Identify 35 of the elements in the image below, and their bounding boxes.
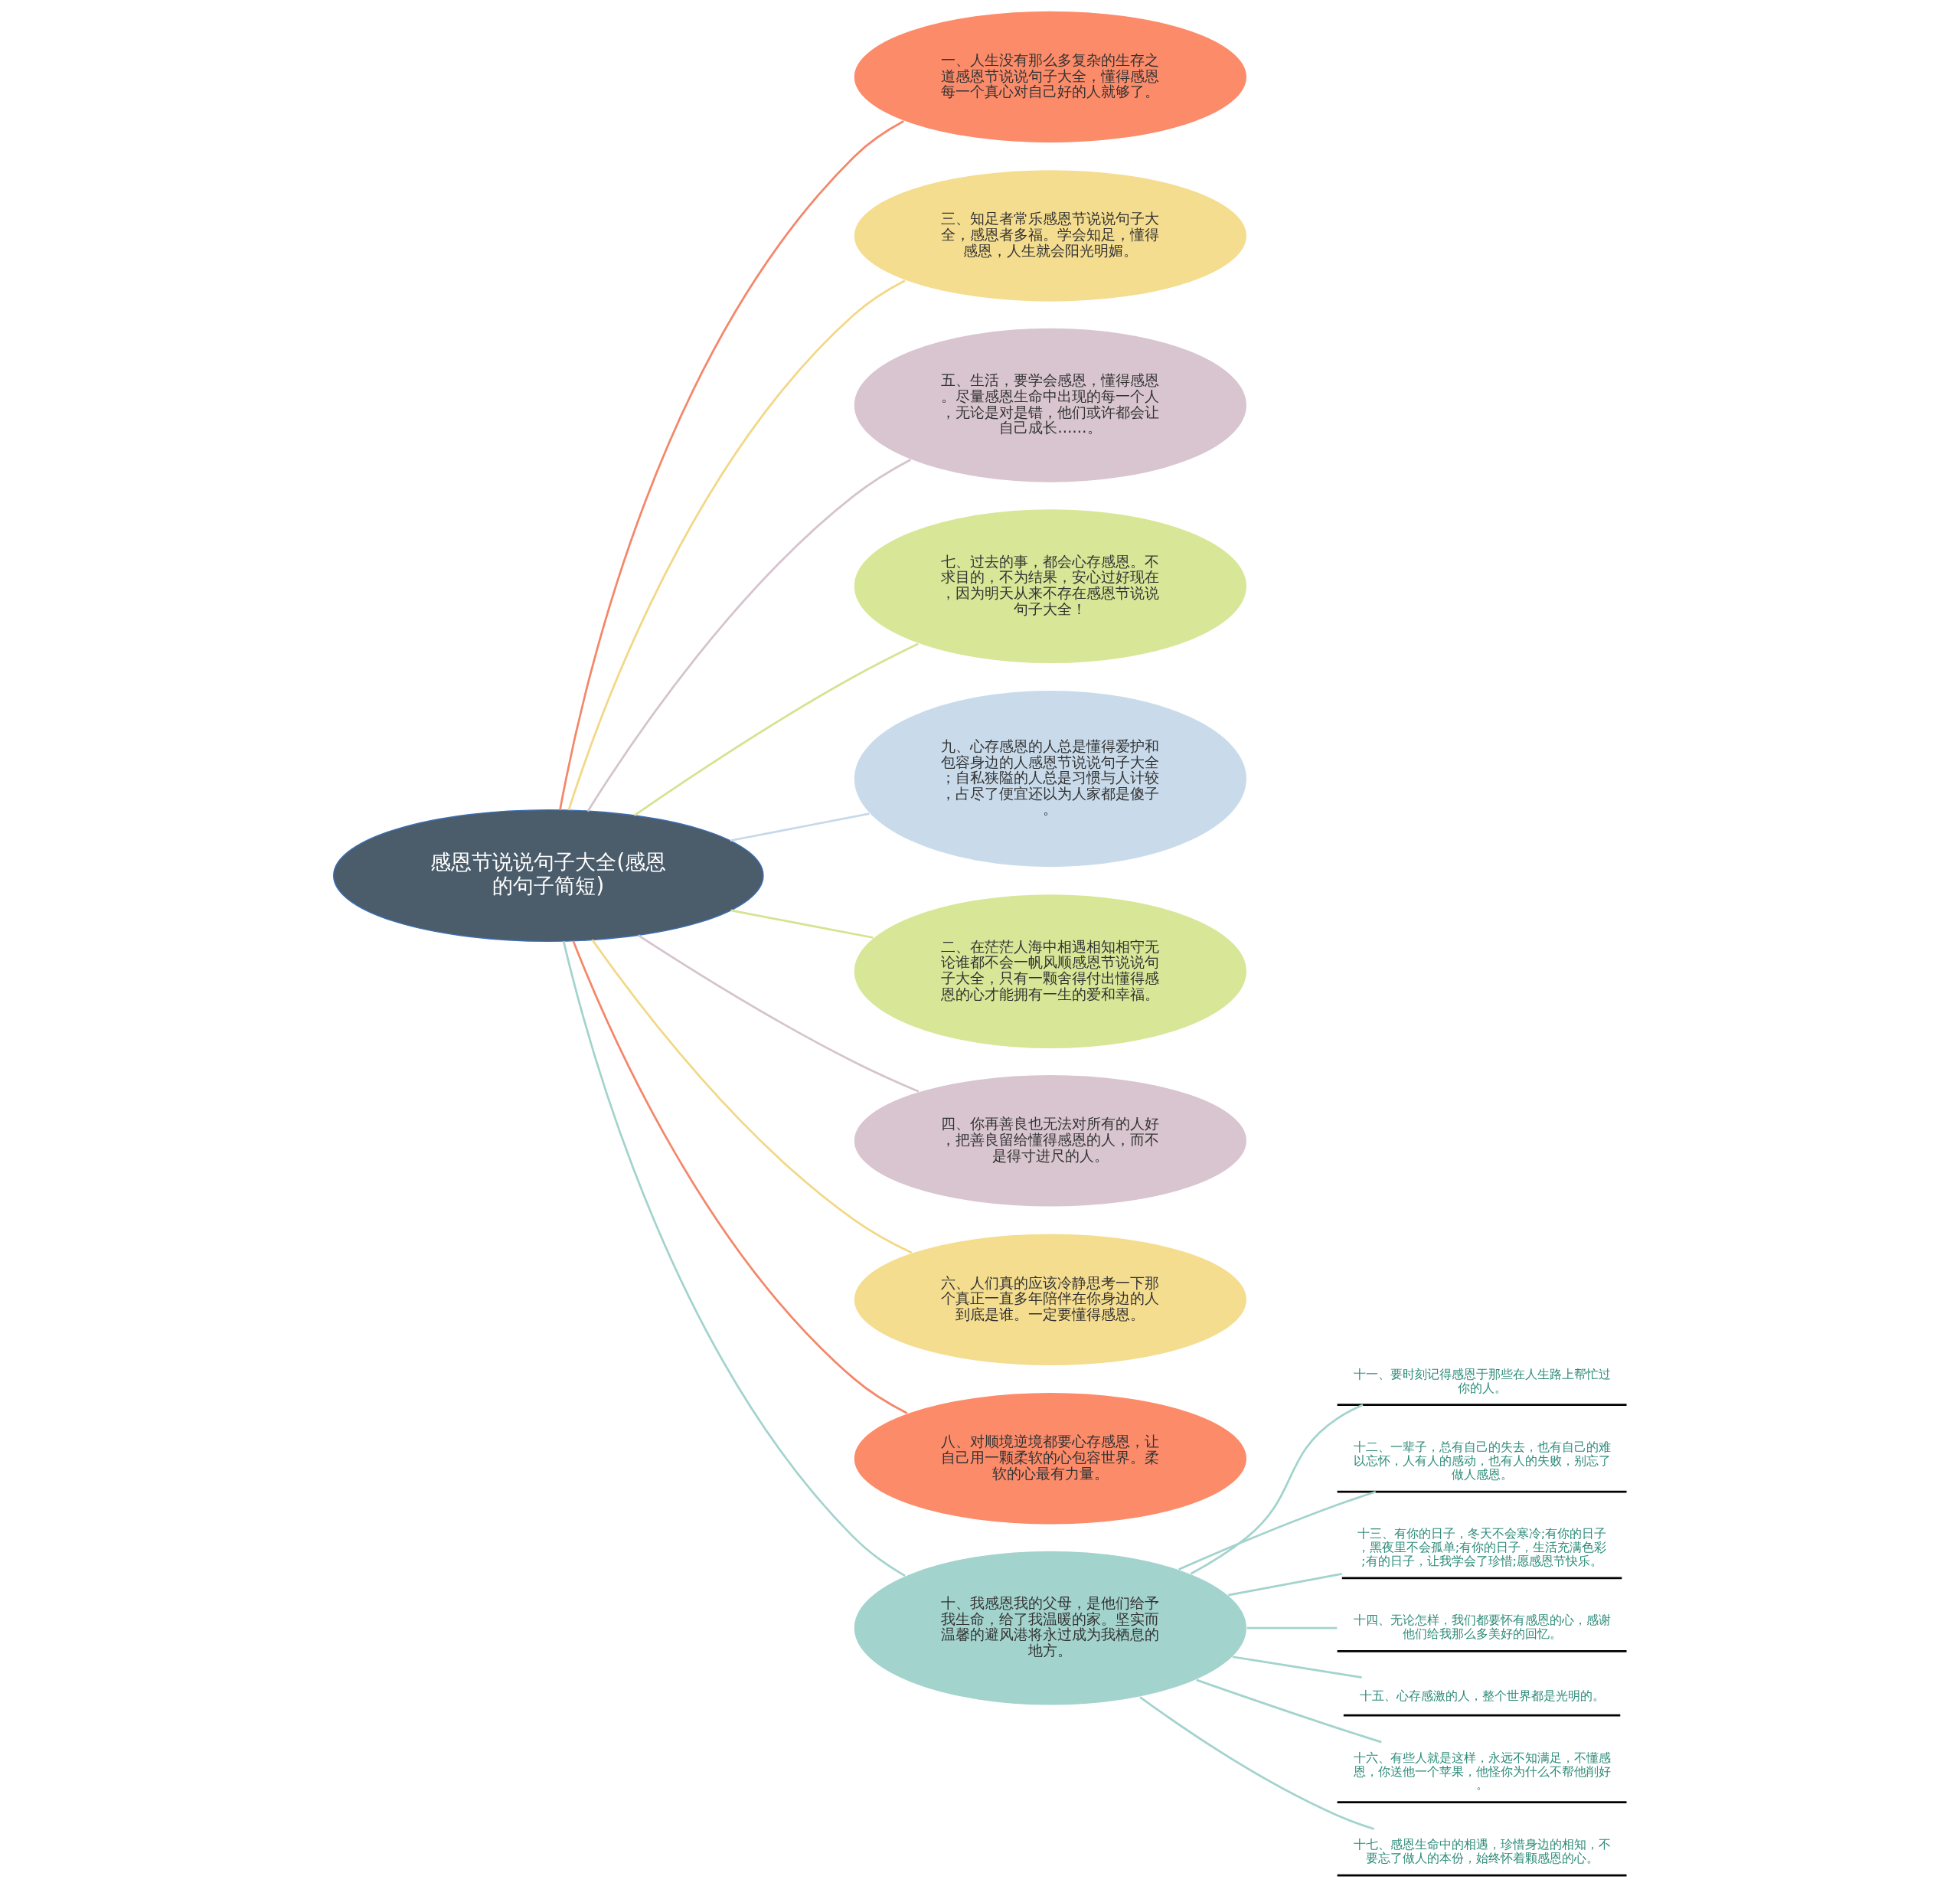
node-text: 十六、有些人就是这样，永远不知满足，不懂感恩，你送他一个苹果，他怪你为什么不帮他削好。 (1353, 1750, 1611, 1793)
node-text: 十七、感恩生命中的相遇，珍惜身边的相知，不要忘了做人的本份，始终怀着颗感恩的心。 (1353, 1837, 1611, 1865)
node-text: 十五、心存感激的人，整个世界都是光明的。 (1359, 1688, 1605, 1703)
node-ellipse: 五、生活，要学会感恩，懂得感恩。尽量感恩生命中出现的每一个人，无论是对是错，他们或许都会让自己成长……。 (853, 327, 1248, 484)
connector (591, 939, 913, 1254)
connector (567, 279, 906, 811)
connector (637, 934, 920, 1093)
connector (730, 909, 874, 939)
connector (730, 812, 870, 842)
connector (1232, 1656, 1362, 1678)
node-text: 十三、有你的日子，冬天不会寒冷;有你的日子，黑夜里不会孤单;有你的日子，生活充满色彩;有的日子，让我学会了珍惜;愿感恩节快乐。 (1357, 1526, 1607, 1568)
connector (559, 120, 904, 811)
node-text: 十二、一辈子，总有自己的失去，也有自己的难以忘怀，人有人的感动，也有人的失败，别忘了做人感恩。 (1353, 1440, 1611, 1482)
connector (1196, 1678, 1382, 1744)
node-ellipse: 四、你再善良也无法对所有的人好，把善良留给懂得感恩的人，而不是得寸进尺的人。 (853, 1074, 1248, 1208)
connector (633, 642, 919, 816)
connector (586, 459, 912, 812)
connector (562, 940, 906, 1577)
node-ellipse: 感恩节说说句子大全(感恩的句子简短) (333, 809, 764, 942)
node-ellipse: 九、心存感恩的人总是懂得爱护和包容身边的人感恩节说说句子大全；自私狭隘的人总是习惯与人计较，占尽了便宜还以为人家都是傻子。 (853, 689, 1248, 868)
connector (1190, 1404, 1364, 1575)
connector (1139, 1696, 1375, 1830)
connector (572, 940, 908, 1414)
node-ellipse: 三、知足者常乐感恩节说说句子大全，感恩者多福。学会知足，懂得感恩，人生就会阳光明媚。 (853, 168, 1248, 303)
node-ellipse: 六、人们真的应该冷静思考一下那个真正一直多年陪伴在你身边的人到底是谁。一定要懂得感恩。 (853, 1233, 1248, 1367)
node-ellipse: 八、对顺境逆境都要心存感恩，让自己用一颗柔软的心包容世界。柔软的心最有力量。 (853, 1391, 1248, 1525)
node-text: 十四、无论怎样，我们都要怀有感恩的心，感谢他们给我那么多美好的回忆。 (1353, 1613, 1611, 1642)
connector (1178, 1490, 1377, 1571)
node-ellipse: 七、过去的事，都会心存感恩。不求目的，不为结果，安心过好现在，因为明天从来不存在感恩节说说句子大全！ (853, 508, 1248, 665)
node-text: 十一、要时刻记得感恩于那些在人生路上帮忙过你的人。 (1353, 1366, 1611, 1395)
node-ellipse: 十、我感恩我的父母，是他们给予我生命，给了我温暖的家。坚实而温馨的避风港将永过成为我栖息的地方。 (853, 1550, 1248, 1706)
node-ellipse: 一、人生没有那么多复杂的生存之道感恩节说说句子大全，懂得感恩每一个真心对自己好的人就够了。 (853, 10, 1248, 144)
connector (1246, 1626, 1338, 1629)
node-ellipse: 二、在茫茫人海中相遇相知相守无论谁都不会一帆风顺感恩节说说句子大全，只有一颗舍得付出懂得感恩的心才能拥有一生的爱和幸福。 (853, 893, 1248, 1050)
connector (1227, 1573, 1342, 1597)
